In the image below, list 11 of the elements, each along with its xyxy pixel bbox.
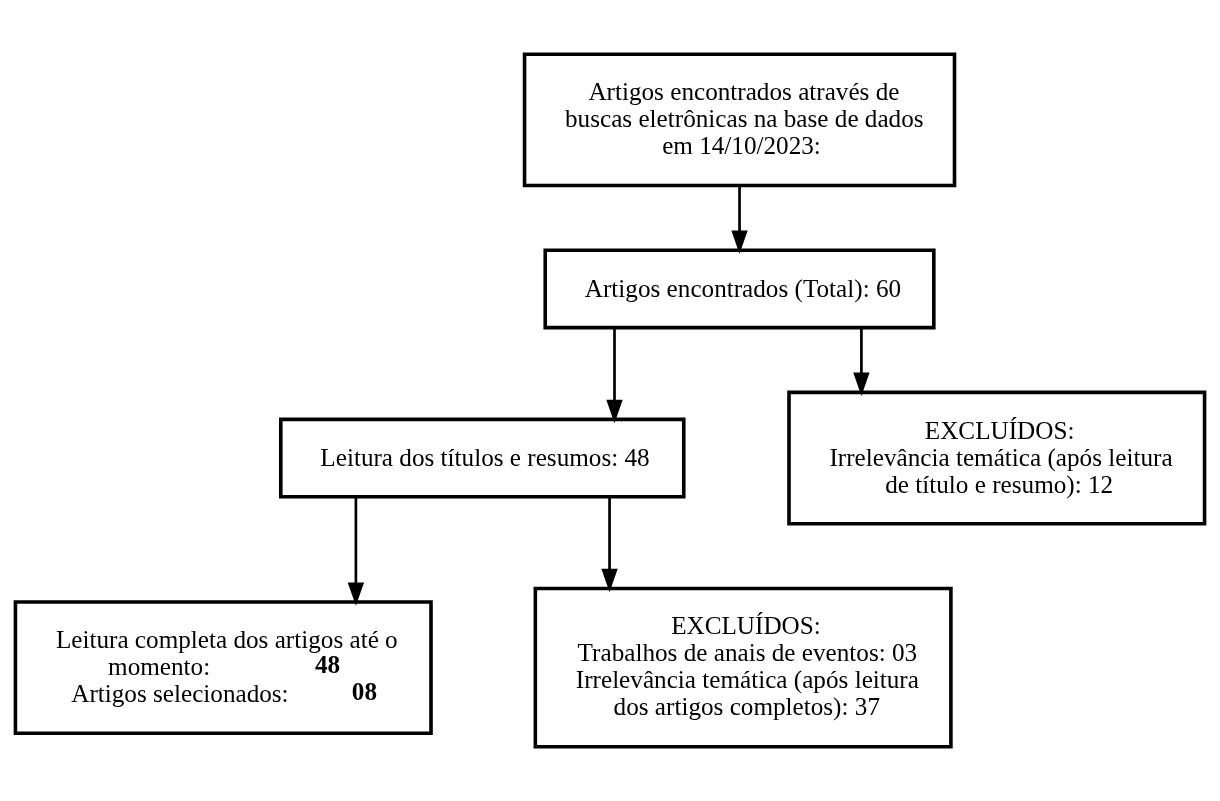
node-box: Artigos encontrados (Total): 60: [543, 248, 936, 330]
arrow: [601, 497, 618, 593]
arrow: [606, 328, 623, 424]
arrow: [731, 185, 748, 254]
node-box: Artigos encontrados através de buscas eletrônicas na base de dados em 14/10/2023:: [522, 52, 957, 188]
arrow: [853, 328, 870, 396]
node-box: EXCLUÍDOS: Irrelevância temática (após leitura de título e resumo): 12: [787, 390, 1207, 526]
node-box: Leitura dos títulos e resumos: 48: [279, 417, 686, 499]
arrow: [347, 497, 365, 606]
node-box: Leitura completa dos artigos até o momento:48 Artigos selecionados: 08: [13, 600, 433, 736]
node-box: EXCLUÍDOS: Trabalhos de anais de eventos: 03 Irrelevância temática (após leitura dos artigos completos): 37: [533, 586, 953, 749]
